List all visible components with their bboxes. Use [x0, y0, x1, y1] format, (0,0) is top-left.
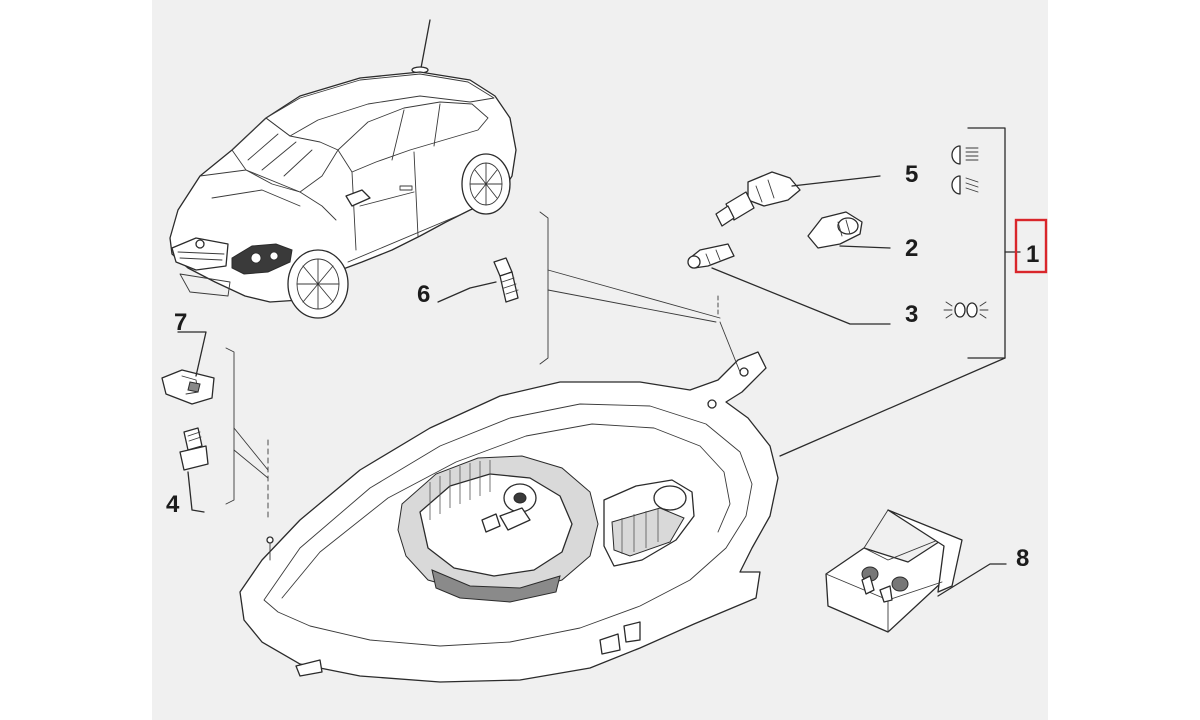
leader-lines — [177, 127, 1021, 597]
callout-4[interactable]: 4 — [166, 491, 180, 518]
clip-icon — [161, 369, 215, 405]
screw-icon — [493, 257, 519, 303]
callout-1[interactable]: 1 — [1026, 241, 1039, 268]
bulb-kit-box-icon — [825, 509, 963, 633]
high-beam-symbol-icon — [951, 145, 979, 165]
small-bulb-icon — [687, 243, 735, 269]
callout-3[interactable]: 3 — [905, 301, 918, 328]
callout-6[interactable]: 6 — [417, 281, 430, 308]
headlamp-assembly — [239, 351, 779, 683]
low-beam-symbol-icon — [951, 175, 979, 195]
screw-icon-part4 — [179, 427, 209, 471]
callout-7[interactable]: 7 — [174, 309, 187, 336]
callout-2[interactable]: 2 — [905, 235, 918, 262]
wedge-bulb-icon — [807, 211, 863, 249]
position-light-symbol-icon — [943, 301, 989, 319]
h4-bulb-icon — [715, 171, 801, 227]
car-illustration — [169, 19, 517, 319]
callout-5[interactable]: 5 — [905, 161, 918, 188]
callout-1-highlight — [1014, 218, 1048, 274]
callout-8[interactable]: 8 — [1016, 545, 1029, 572]
